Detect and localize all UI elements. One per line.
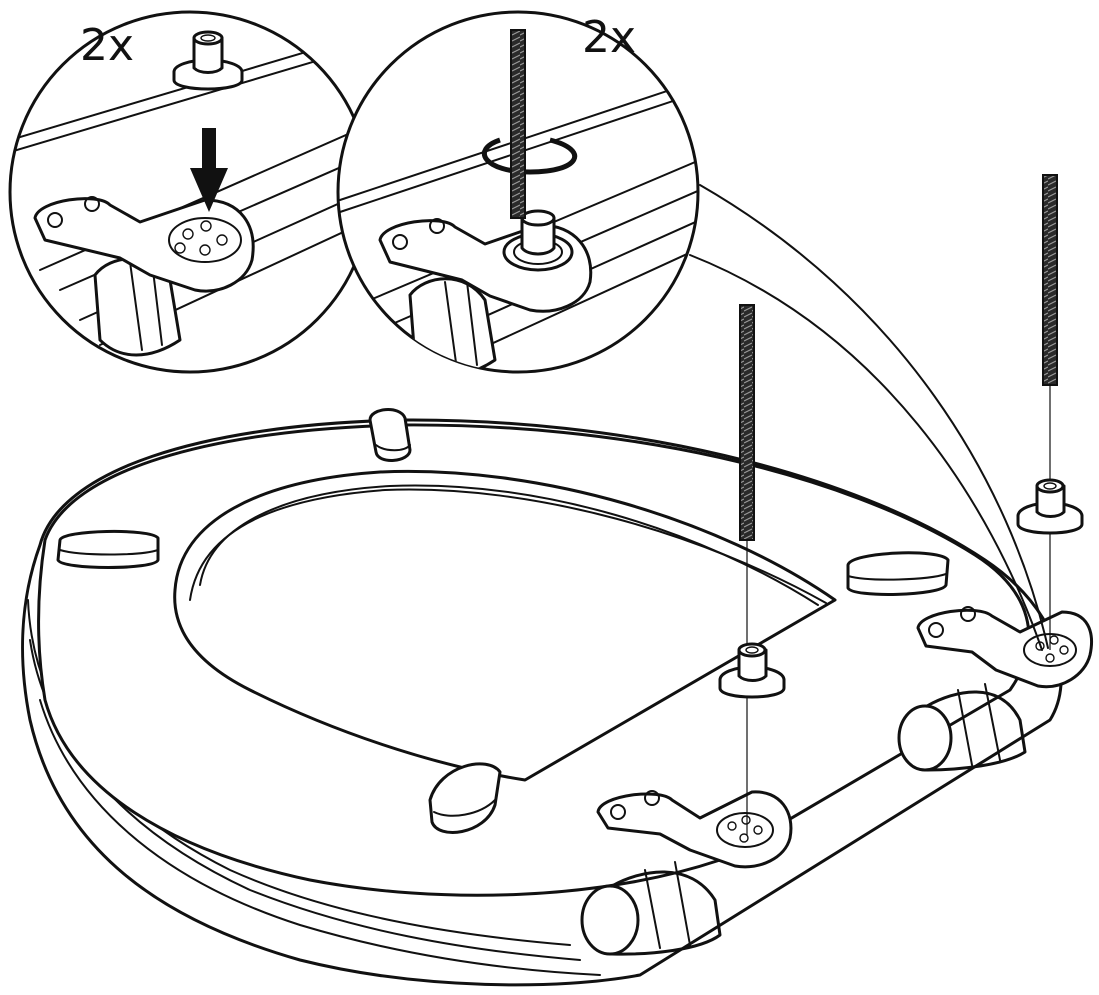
hinge-roller [897,683,1027,772]
toilet-seat [21,408,1093,987]
flanged-bushing [718,642,786,699]
flanged-bushing [1016,478,1084,535]
hinge-bracket [916,606,1093,689]
hinge-bracket [596,790,793,869]
hinge-roller [580,861,722,956]
quantity-label: 2x [80,20,134,71]
quantity-label: 2x [582,12,636,63]
rotate-arrow-icon [481,137,577,175]
threaded-rod [1042,174,1058,650]
detail-callout-rod-insert: 2x [336,10,700,374]
bumper-pad [428,762,502,834]
bumper-pad [56,529,160,569]
detail-callout-bushing-insert: 2x [8,10,372,374]
bumper-pad [846,551,950,596]
bumper-pad [368,408,412,462]
callout-leader-lines [689,184,1049,651]
down-arrow-icon [190,128,228,212]
threaded-rod [739,304,755,835]
